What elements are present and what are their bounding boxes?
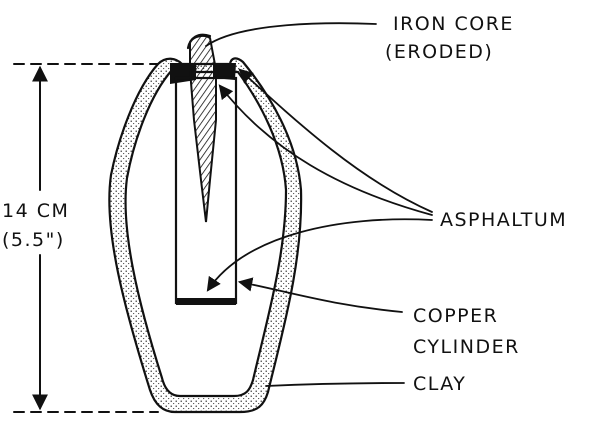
label-iron-core: IRON CORE — [393, 13, 514, 35]
label-height-cm: 14 CM — [2, 200, 69, 222]
clay-jar — [108, 57, 303, 414]
label-iron-core-eroded: (ERODED) — [385, 41, 493, 63]
clay-leader — [265, 382, 405, 387]
label-height-inches: (5.5") — [2, 229, 65, 251]
iron-core — [189, 34, 217, 223]
asphaltum-arrow-plug — [218, 84, 433, 216]
asphaltum-arrow-left-rim — [238, 68, 433, 213]
asphaltum-plug-right — [213, 63, 236, 80]
iron-core-leader — [205, 22, 377, 47]
label-copper: COPPER — [413, 305, 498, 327]
asphaltum-arrow-bottom — [206, 218, 433, 292]
label-asphaltum: ASPHALTUM — [440, 209, 567, 231]
label-clay: CLAY — [413, 373, 466, 395]
label-cylinder: CYLINDER — [413, 336, 520, 358]
iron-core-tip — [186, 33, 212, 50]
copper-cylinder-bottom — [176, 298, 236, 305]
copper-cylinder-leader — [237, 277, 403, 313]
